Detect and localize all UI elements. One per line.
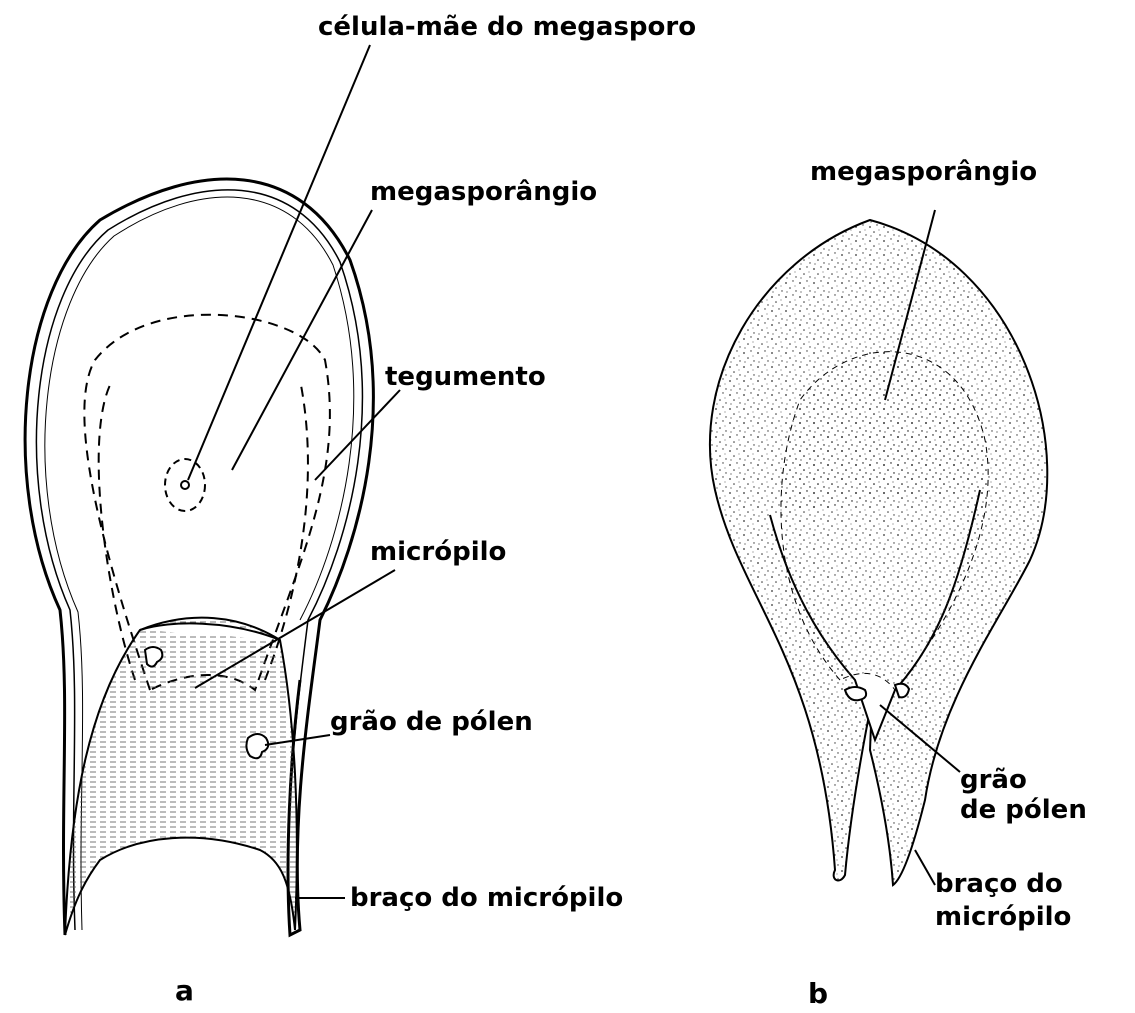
label-tegumento: tegumento	[385, 362, 546, 392]
label-grao-polen-a: grão de pólen	[330, 707, 533, 737]
label-megasporangio-b: megasporângio	[810, 157, 1037, 187]
label-micropilo-a: micrópilo	[370, 537, 506, 567]
micropyle-chamber	[65, 618, 297, 935]
label-braco-b-1: braço do	[935, 869, 1063, 899]
label-megasporangio-a: megasporângio	[370, 177, 597, 207]
megaspore-mother-cell	[165, 459, 205, 511]
label-grao-b-2: de pólen	[960, 795, 1087, 825]
panel-a-ovule	[25, 179, 373, 935]
panel-letter-a: a	[175, 974, 194, 1007]
panel-a-labels: célula-mãe do megasporo megasporângio te…	[175, 12, 696, 1007]
label-grao-b-1: grão	[960, 765, 1027, 795]
label-braco-micropilo-a: braço do micrópilo	[350, 883, 623, 913]
panel-letter-b: b	[808, 977, 828, 1010]
label-celula-mae: célula-mãe do megasporo	[318, 12, 696, 42]
label-braco-b-2: micrópilo	[935, 902, 1071, 932]
